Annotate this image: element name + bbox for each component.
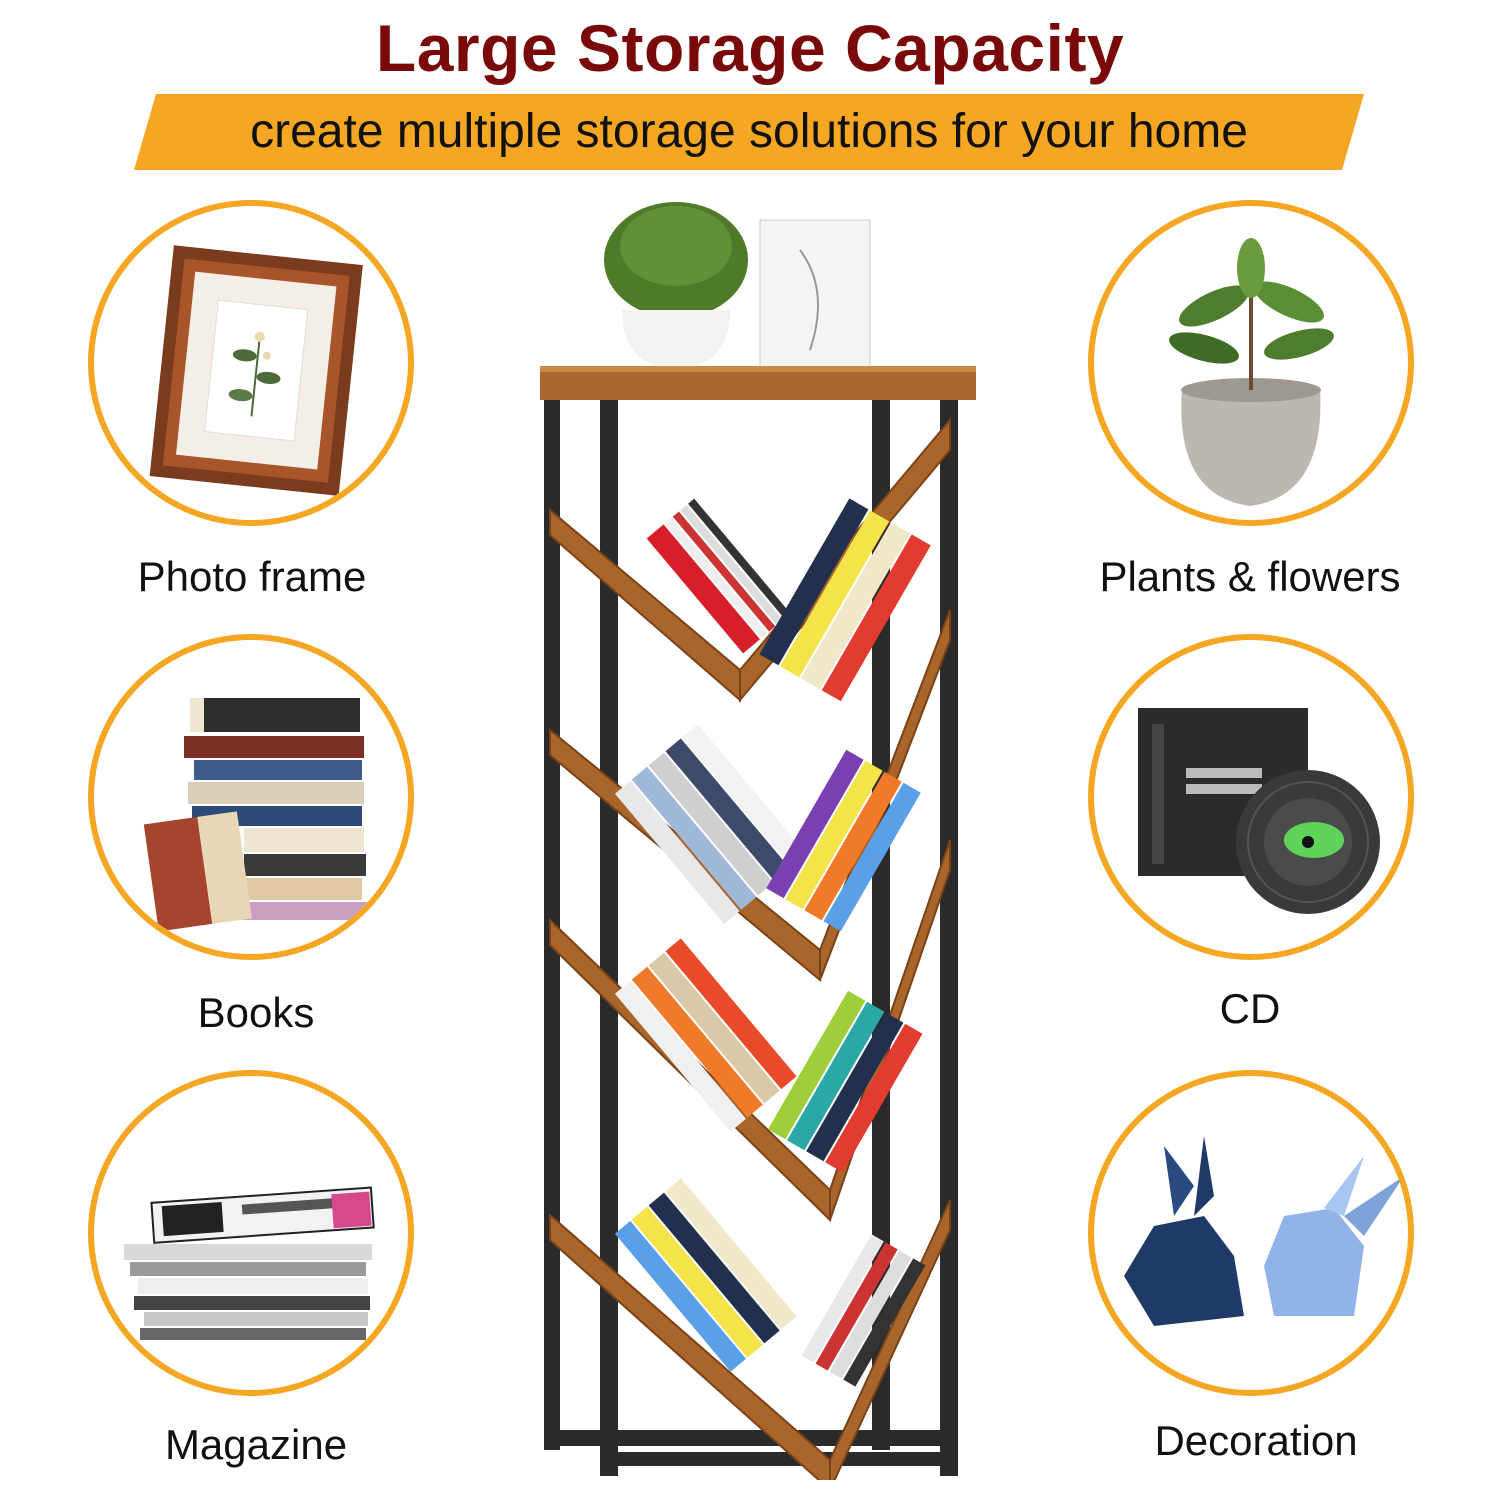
magazine-circle xyxy=(88,1070,414,1396)
cd-label: CD xyxy=(1219,985,1281,1032)
tree-bookshelf-icon xyxy=(530,190,980,1493)
magazine-stack-icon xyxy=(124,1186,375,1340)
subtitle-text: create multiple storage solutions for yo… xyxy=(250,105,1248,158)
plants-circle xyxy=(1088,200,1414,526)
cd-icon xyxy=(1138,708,1380,914)
magazine-label: Magazine xyxy=(164,1421,348,1468)
photo-frame-icon xyxy=(149,245,363,496)
potted-plant-icon xyxy=(1169,238,1334,506)
subtitle-banner: create multiple storage solutions for yo… xyxy=(134,94,1364,170)
decoration-circle xyxy=(1088,1070,1414,1396)
book-stack-icon xyxy=(143,698,372,932)
bookshelf-illustration xyxy=(540,202,976,1493)
photo-frame-label: Photo frame xyxy=(137,553,367,600)
page-title: Large Storage Capacity xyxy=(375,11,1125,85)
cd-circle xyxy=(1088,634,1414,960)
plants-label: Plants & flowers xyxy=(1099,553,1401,600)
books-label: Books xyxy=(197,989,315,1036)
rabbit-figurine-icon xyxy=(1124,1136,1404,1326)
books-circle xyxy=(88,634,414,960)
photo-frame-circle xyxy=(88,200,414,526)
decoration-label: Decoration xyxy=(1154,1417,1358,1464)
banner-shape xyxy=(134,94,1364,170)
